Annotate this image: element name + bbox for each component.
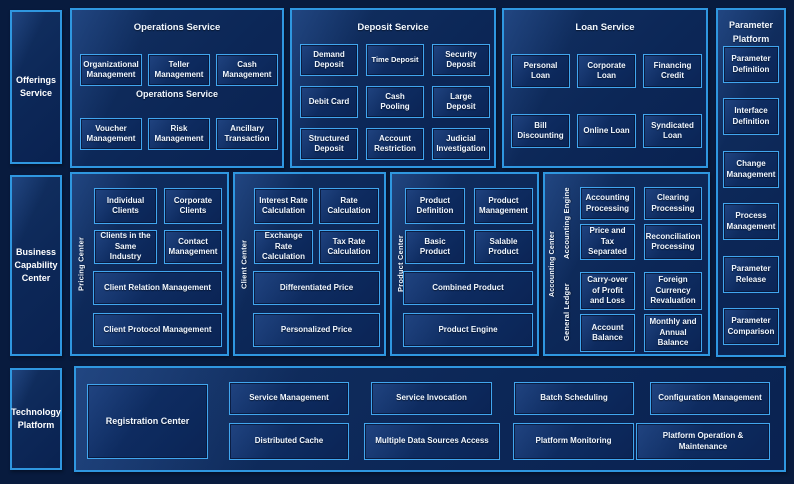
box-parameter-release: Parameter Release	[723, 256, 779, 293]
box-ancillary-transaction: Ancillary Transaction	[216, 118, 278, 150]
box-change-management: Change Management	[723, 151, 779, 188]
operations-service-panel: Operations Service Organizational Manage…	[70, 8, 284, 168]
box-clients-same-industry: Clients in the Same Industry	[94, 230, 157, 264]
box-multiple-data-sources-access: Multiple Data Sources Access	[364, 423, 500, 460]
box-personal-loan: Personal Loan	[511, 54, 570, 88]
box-interface-definition: Interface Definition	[723, 98, 779, 135]
box-combined-product: Combined Product	[403, 271, 533, 305]
box-teller-management: Teller Management	[148, 54, 210, 86]
box-cash-management: Cash Management	[216, 54, 278, 86]
box-process-management: Process Management	[723, 203, 779, 240]
box-client-relation-management: Client Relation Management	[93, 271, 222, 305]
loan-service-title: Loan Service	[575, 22, 635, 33]
box-organizational-management: Organizational Management	[80, 54, 142, 86]
rail-offerings-service: Offerings Service	[10, 10, 62, 164]
general-ledger-label: General Ledger	[562, 283, 571, 341]
box-interest-rate-calculation: Interest Rate Calculation	[254, 188, 313, 224]
box-judicial-investigation: Judicial Investigation	[432, 128, 490, 160]
parameter-platform-panel: Parameter Platform Parameter Definition …	[716, 8, 786, 357]
box-parameter-comparison: Parameter Comparison	[723, 308, 779, 345]
box-reconciliation-processing: Reconciliation Processing	[644, 224, 702, 260]
operations-service-mid-label: Operations Service	[135, 89, 219, 99]
box-large-deposit: Large Deposit	[432, 86, 490, 118]
box-structured-deposit: Structured Deposit	[300, 128, 358, 160]
box-basic-product: Basic Product	[405, 230, 465, 264]
loan-service-panel: Loan Service Personal Loan Corporate Loa…	[502, 8, 708, 168]
box-platform-operation-maintenance: Platform Operation & Maintenance	[636, 423, 770, 460]
box-configuration-management: Configuration Management	[650, 382, 770, 415]
client-center-label: Client Center	[239, 239, 249, 289]
box-differentiated-price: Differentiated Price	[253, 271, 380, 305]
box-product-engine: Product Engine	[403, 313, 533, 347]
box-corporate-clients: Corporate Clients	[164, 188, 222, 224]
pricing-center-panel: Pricing Center Individual Clients Corpor…	[70, 172, 229, 356]
box-salable-product: Salable Product	[474, 230, 533, 264]
accounting-center-panel: Accounting Center Accounting Engine Gene…	[543, 172, 710, 356]
rail-business-capability-center: Business Capability Center	[10, 175, 62, 356]
box-cash-pooling: Cash Pooling	[366, 86, 424, 118]
box-individual-clients: Individual Clients	[94, 188, 157, 224]
box-batch-scheduling: Batch Scheduling	[514, 382, 634, 415]
box-risk-management: Risk Management	[148, 118, 210, 150]
box-account-restriction: Account Restriction	[366, 128, 424, 160]
operations-service-title: Operations Service	[133, 22, 221, 33]
box-platform-monitoring: Platform Monitoring	[513, 423, 634, 460]
box-personalized-price: Personalized Price	[253, 313, 380, 347]
box-corporate-loan: Corporate Loan	[577, 54, 636, 88]
box-rate-calculation: Rate Calculation	[319, 188, 379, 224]
client-center-panel: Client Center Interest Rate Calculation …	[233, 172, 386, 356]
box-demand-deposit: Demand Deposit	[300, 44, 358, 76]
box-accounting-processing: Accounting Processing	[580, 187, 635, 220]
technology-platform-panel: Registration Center Service Management S…	[74, 366, 786, 472]
box-syndicated-loan: Syndicated Loan	[643, 114, 702, 148]
box-distributed-cache: Distributed Cache	[229, 423, 349, 460]
box-debit-card: Debit Card	[300, 86, 358, 118]
deposit-service-panel: Deposit Service Demand Deposit Time Depo…	[290, 8, 496, 168]
accounting-engine-label: Accounting Engine	[562, 187, 571, 259]
box-service-invocation: Service Invocation	[371, 382, 492, 415]
box-price-tax-separated: Price and Tax Separated	[580, 224, 635, 260]
box-time-deposit: Time Deposit	[366, 44, 424, 76]
accounting-center-label: Accounting Center	[549, 231, 556, 298]
box-carry-over-profit-loss: Carry-over of Profit and Loss	[580, 272, 635, 310]
box-service-management: Service Management	[229, 382, 349, 415]
box-online-loan: Online Loan	[577, 114, 636, 148]
box-bill-discounting: Bill Discounting	[511, 114, 570, 148]
box-exchange-rate-calculation: Exchange Rate Calculation	[254, 230, 313, 264]
parameter-platform-title: Parameter Platform	[728, 20, 774, 45]
box-parameter-definition: Parameter Definition	[723, 46, 779, 83]
product-center-panel: Product Center Product Definition Produc…	[390, 172, 539, 356]
box-tax-rate-calculation: Tax Rate Calculation	[319, 230, 379, 264]
pricing-center-label: Pricing Center	[76, 236, 86, 292]
rail-technology-platform: Technology Platform	[10, 368, 62, 470]
box-account-balance: Account Balance	[580, 314, 635, 352]
box-contact-management: Contact Management	[164, 230, 222, 264]
box-voucher-management: Voucher Management	[80, 118, 142, 150]
box-clearing-processing: Clearing Processing	[644, 187, 702, 220]
box-product-definition: Product Definition	[405, 188, 465, 224]
box-monthly-annual-balance: Monthly and Annual Balance	[644, 314, 702, 352]
box-product-management: Product Management	[474, 188, 533, 224]
box-financing-credit: Financing Credit	[643, 54, 702, 88]
box-registration-center: Registration Center	[87, 384, 208, 459]
box-client-protocol-management: Client Protocol Management	[93, 313, 222, 347]
box-foreign-currency-revaluation: Foreign Currency Revaluation	[644, 272, 702, 310]
box-security-deposit: Security Deposit	[432, 44, 490, 76]
deposit-service-title: Deposit Service	[357, 22, 429, 33]
